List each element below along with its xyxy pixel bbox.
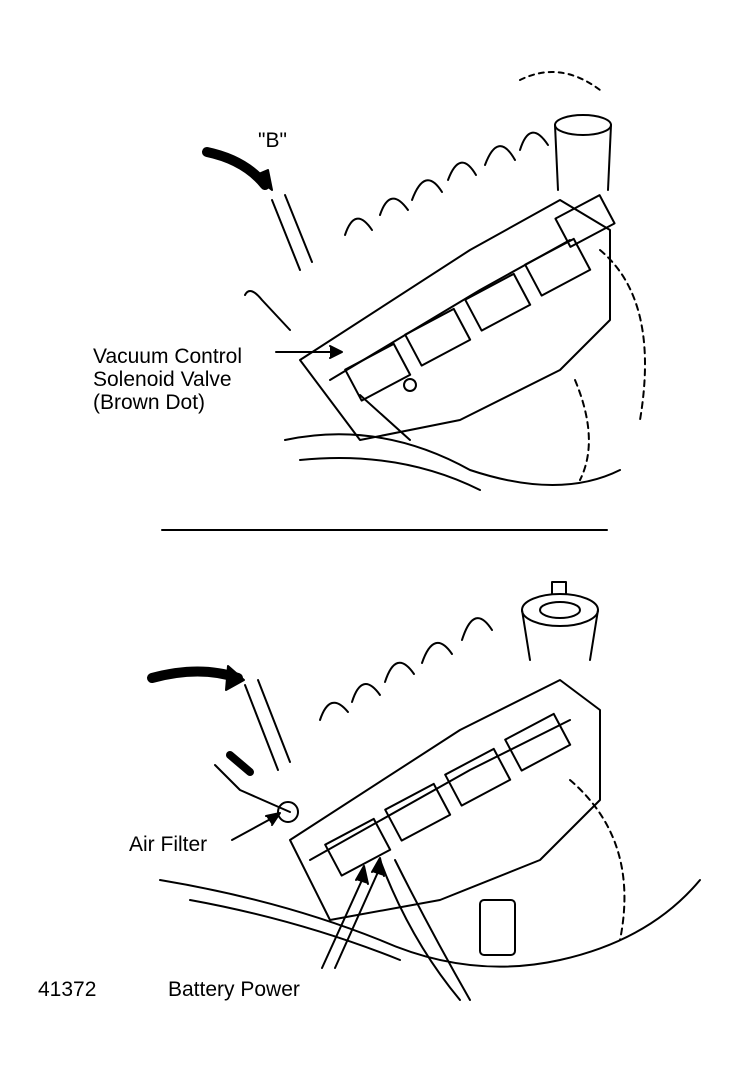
vacuum-label-line-3: (Brown Dot) bbox=[93, 391, 206, 414]
top-engine-view bbox=[202, 71, 646, 491]
callout-b-label: "B" bbox=[258, 129, 287, 152]
figure-number: 41372 bbox=[38, 978, 97, 1001]
vacuum-label-line-1: Vacuum Control bbox=[93, 345, 243, 368]
air-filter-label: Air Filter bbox=[129, 833, 208, 856]
vacuum-solenoid-label: Vacuum Control Solenoid Valve (Brown Dot… bbox=[93, 345, 242, 414]
battery-power-label: Battery Power bbox=[168, 978, 300, 1001]
bottom-engine-view bbox=[147, 581, 701, 1001]
vacuum-label-line-2: Solenoid Valve bbox=[93, 368, 232, 391]
